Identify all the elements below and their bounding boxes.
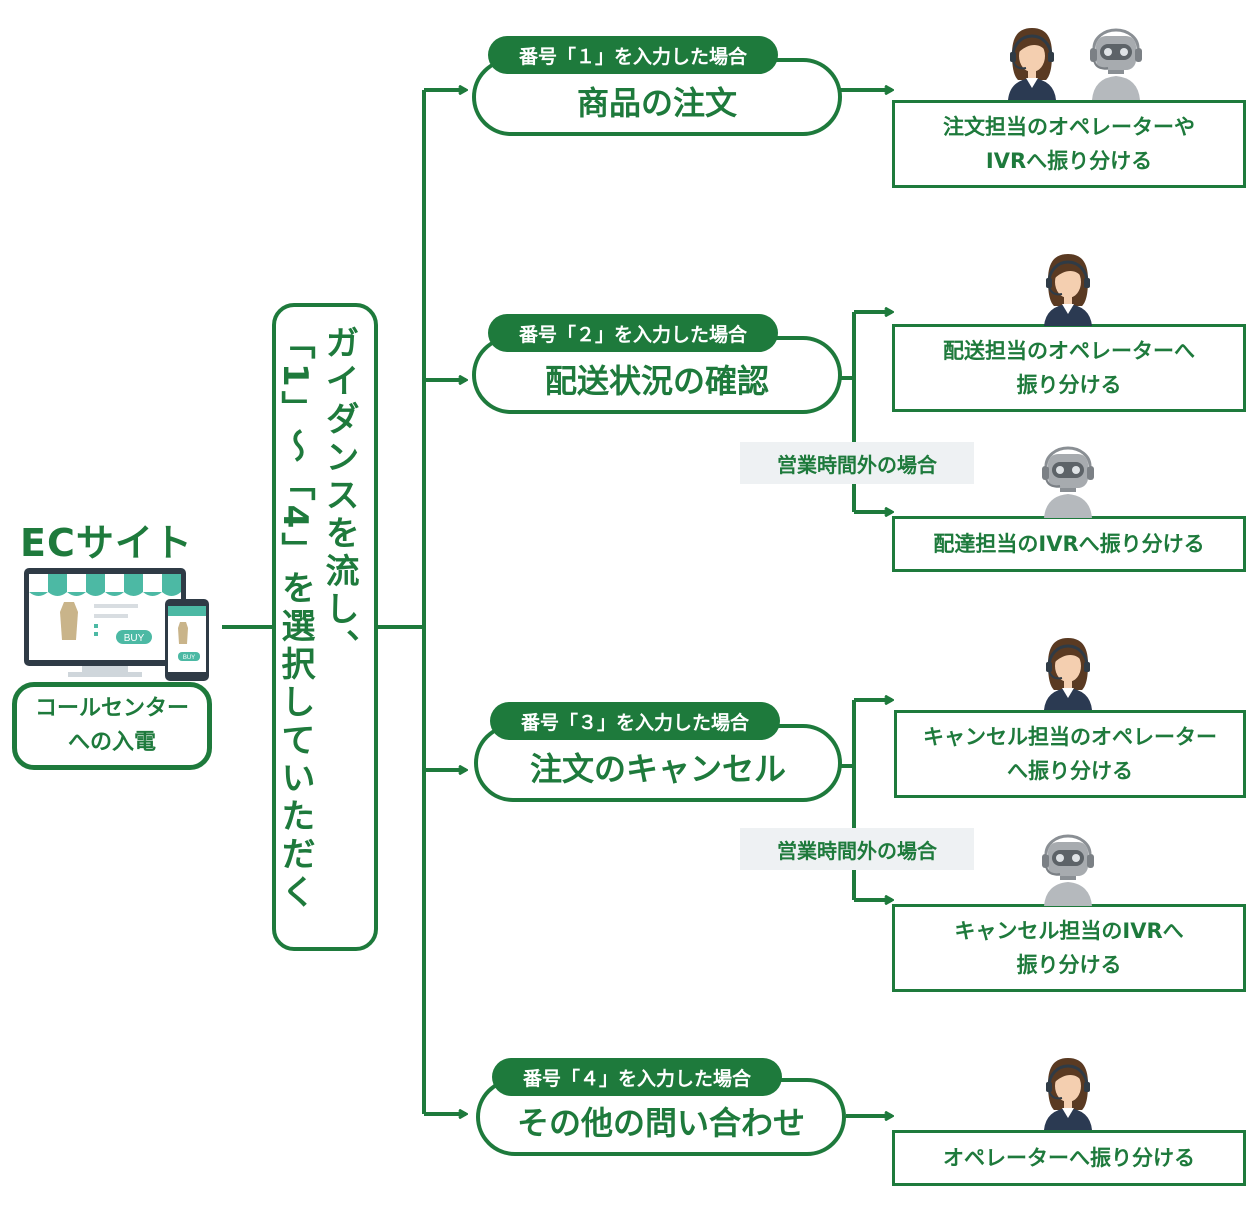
result-order-box: 注文担当のオペレーターや IVRへ振り分ける (892, 100, 1246, 188)
buy-button-label: BUY (124, 633, 145, 644)
option-4-title: その他の問い合わせ (516, 1104, 805, 1142)
operator-icon (1040, 250, 1096, 326)
option-2-pill: 番号「２」を入力した場合 (488, 314, 778, 352)
operator-icon (1040, 634, 1096, 710)
result-cancel-ivr-box: キャンセル担当のIVRへ 振り分ける (892, 904, 1246, 992)
option-1-pill: 番号「１」を入力した場合 (488, 36, 778, 74)
call-line2: への入電 (67, 730, 156, 755)
guidance-line1: ガイダンスを流し、 (319, 325, 359, 667)
robot-ivr-icon (1038, 444, 1098, 518)
result-cancel-ivr-line2: 振り分ける (1016, 953, 1122, 977)
result-delivery-ivr-line1: 配達担当のIVRへ振り分ける (933, 532, 1205, 556)
incoming-call-box: コールセンター への入電 (12, 682, 212, 770)
result-cancel-operator-line2: へ振り分ける (1007, 759, 1133, 783)
result-delivery-operator-line1: 配送担当のオペレーターへ (943, 339, 1195, 363)
robot-ivr-icon (1086, 26, 1146, 100)
option-2-title: 配送状況の確認 (544, 362, 769, 400)
result-order-line1: 注文担当のオペレーターや (943, 115, 1195, 139)
off-hours-label-2: 営業時間外の場合 (740, 442, 974, 484)
result-delivery-operator-line2: 振り分ける (1016, 373, 1122, 397)
off-hours-label-3: 営業時間外の場合 (740, 828, 974, 870)
shop-monitor-icon: BUY (24, 568, 186, 677)
buy-button-small-label: BUY (183, 655, 195, 661)
option-3-title: 注文のキャンセル (529, 750, 786, 788)
robot-ivr-icon (1038, 832, 1098, 906)
option-3-pill: 番号「３」を入力した場合 (490, 702, 780, 740)
result-other-line1: オペレーターへ振り分ける (943, 1146, 1195, 1170)
guidance-box: ガイダンスを流し、 「1」〜「4」を選択していただく (272, 303, 378, 951)
result-delivery-operator-box: 配送担当のオペレーターへ 振り分ける (892, 324, 1246, 412)
result-cancel-operator-box: キャンセル担当のオペレーター へ振り分ける (894, 710, 1246, 798)
result-delivery-ivr-box: 配達担当のIVRへ振り分ける (892, 516, 1246, 572)
guidance-line2: 「1」〜「4」を選択していただく (275, 325, 315, 913)
result-order-line2: IVRへ振り分ける (985, 149, 1153, 173)
result-cancel-operator-line1: キャンセル担当のオペレーター (923, 725, 1217, 749)
smartphone-icon: BUY (165, 599, 209, 681)
operator-icon (1040, 1054, 1096, 1130)
option-4-pill: 番号「４」を入力した場合 (492, 1058, 782, 1096)
site-title: ECサイト (20, 521, 193, 565)
operator-icon (1004, 24, 1060, 100)
call-line1: コールセンター (34, 696, 189, 721)
result-cancel-ivr-line1: キャンセル担当のIVRへ (954, 919, 1184, 943)
result-other-box: オペレーターへ振り分ける (892, 1130, 1246, 1186)
option-1-title: 商品の注文 (576, 84, 737, 122)
